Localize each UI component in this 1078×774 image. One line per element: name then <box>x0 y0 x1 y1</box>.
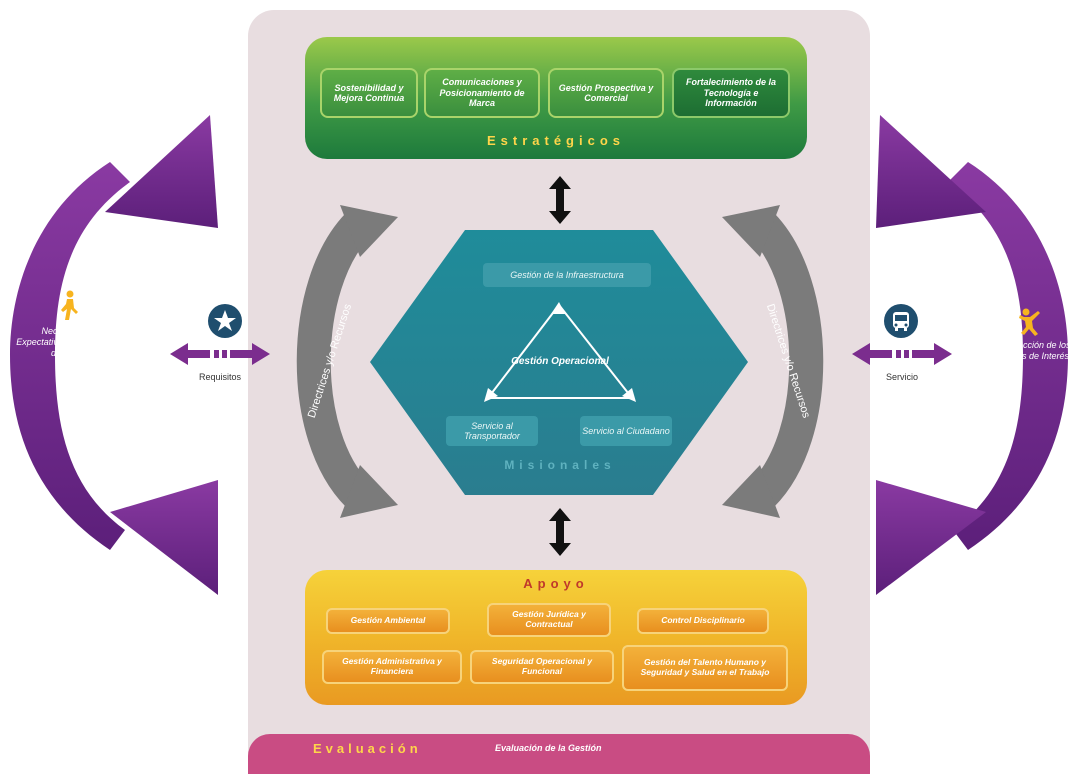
support-box-environmental: Gestión Ambiental <box>326 608 450 634</box>
infrastructure-box: Gestión de la Infraestructura <box>483 263 651 287</box>
bottom-double-arrow-icon <box>549 508 571 556</box>
strategic-box-prospective: Gestión Prospectiva y Comercial <box>548 68 664 118</box>
right-stakeholder-arc <box>876 115 1068 595</box>
evaluation-box: Evaluación de la Gestión <box>495 743 602 753</box>
strategic-title: Estratégicos <box>486 133 626 148</box>
bus-icon <box>884 304 918 338</box>
evaluation-title: Evaluación <box>313 741 422 756</box>
support-title: Apoyo <box>523 576 589 591</box>
star-icon <box>208 304 242 338</box>
support-box-disciplinary: Control Disciplinario <box>637 608 769 634</box>
strategic-box-technology: Fortalecimiento de la Tecnología e Infor… <box>672 68 790 118</box>
missional-title: Misionales <box>504 458 616 472</box>
left-directives-arrow <box>296 205 398 518</box>
service-label: Servicio <box>885 372 918 382</box>
left-arc-text: Necesidades y Expectativas de los Grupos… <box>16 326 126 358</box>
support-box-operational-security: Seguridad Operacional y Funcional <box>470 650 614 684</box>
support-box-legal: Gestión Jurídica y Contractual <box>487 603 611 637</box>
right-bidirectional-arrow-icon <box>852 343 952 365</box>
support-box-talent: Gestión del Talento Humano y Seguridad y… <box>622 645 788 691</box>
support-box-administrative: Gestión Administrativa y Financiera <box>322 650 462 684</box>
requirements-label: Requisitos <box>198 372 242 382</box>
strategic-box-sustainability: Sostenibilidad y Mejora Continua <box>320 68 418 118</box>
jumping-person-icon <box>1019 308 1040 336</box>
citizen-box: Servicio al Ciudadano <box>580 416 672 446</box>
strategic-box-communications: Comunicaciones y Posicionamiento de Marc… <box>424 68 540 118</box>
left-bidirectional-arrow-icon <box>170 343 270 365</box>
transporter-box: Servicio al Transportador <box>446 416 538 446</box>
right-directives-arrow <box>722 205 824 518</box>
operational-label: Gestión Operacional <box>511 356 609 367</box>
walking-person-icon <box>61 290 78 320</box>
top-double-arrow-icon <box>549 176 571 224</box>
right-arc-text: Satisfacción de los Grupos de Interés <box>995 340 1071 361</box>
left-stakeholder-arc <box>10 115 218 595</box>
